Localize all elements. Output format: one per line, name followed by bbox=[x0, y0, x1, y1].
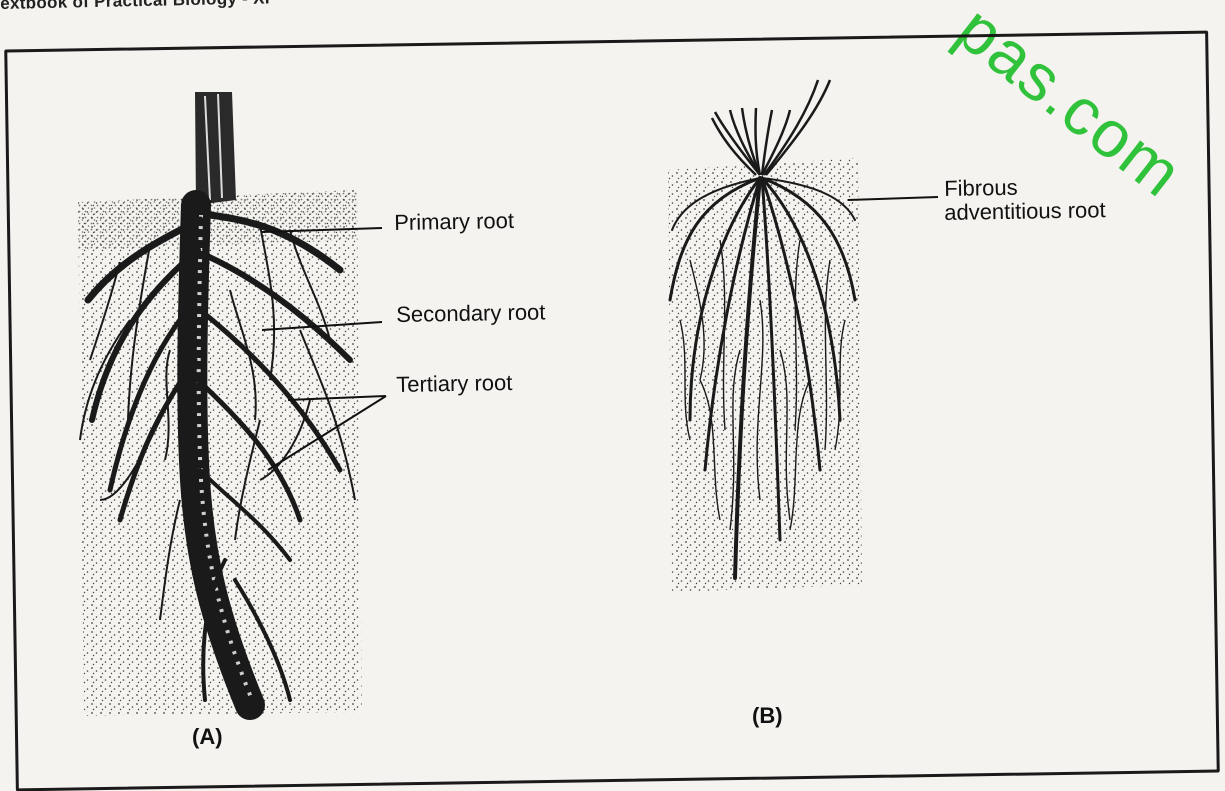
panel-label-b: (B) bbox=[752, 703, 783, 729]
label-fibrous-line2: adventitious root bbox=[944, 197, 1106, 226]
label-tertiary-root: Tertiary root bbox=[396, 370, 513, 398]
label-secondary-root: Secondary root bbox=[396, 299, 546, 328]
tap-root-diagram bbox=[78, 92, 386, 716]
fibrous-root-diagram bbox=[668, 80, 938, 592]
panel-label-a: (A) bbox=[192, 724, 223, 750]
label-primary-root: Primary root bbox=[394, 208, 514, 236]
stem-a bbox=[195, 92, 236, 205]
leader-fibrous bbox=[848, 197, 938, 200]
